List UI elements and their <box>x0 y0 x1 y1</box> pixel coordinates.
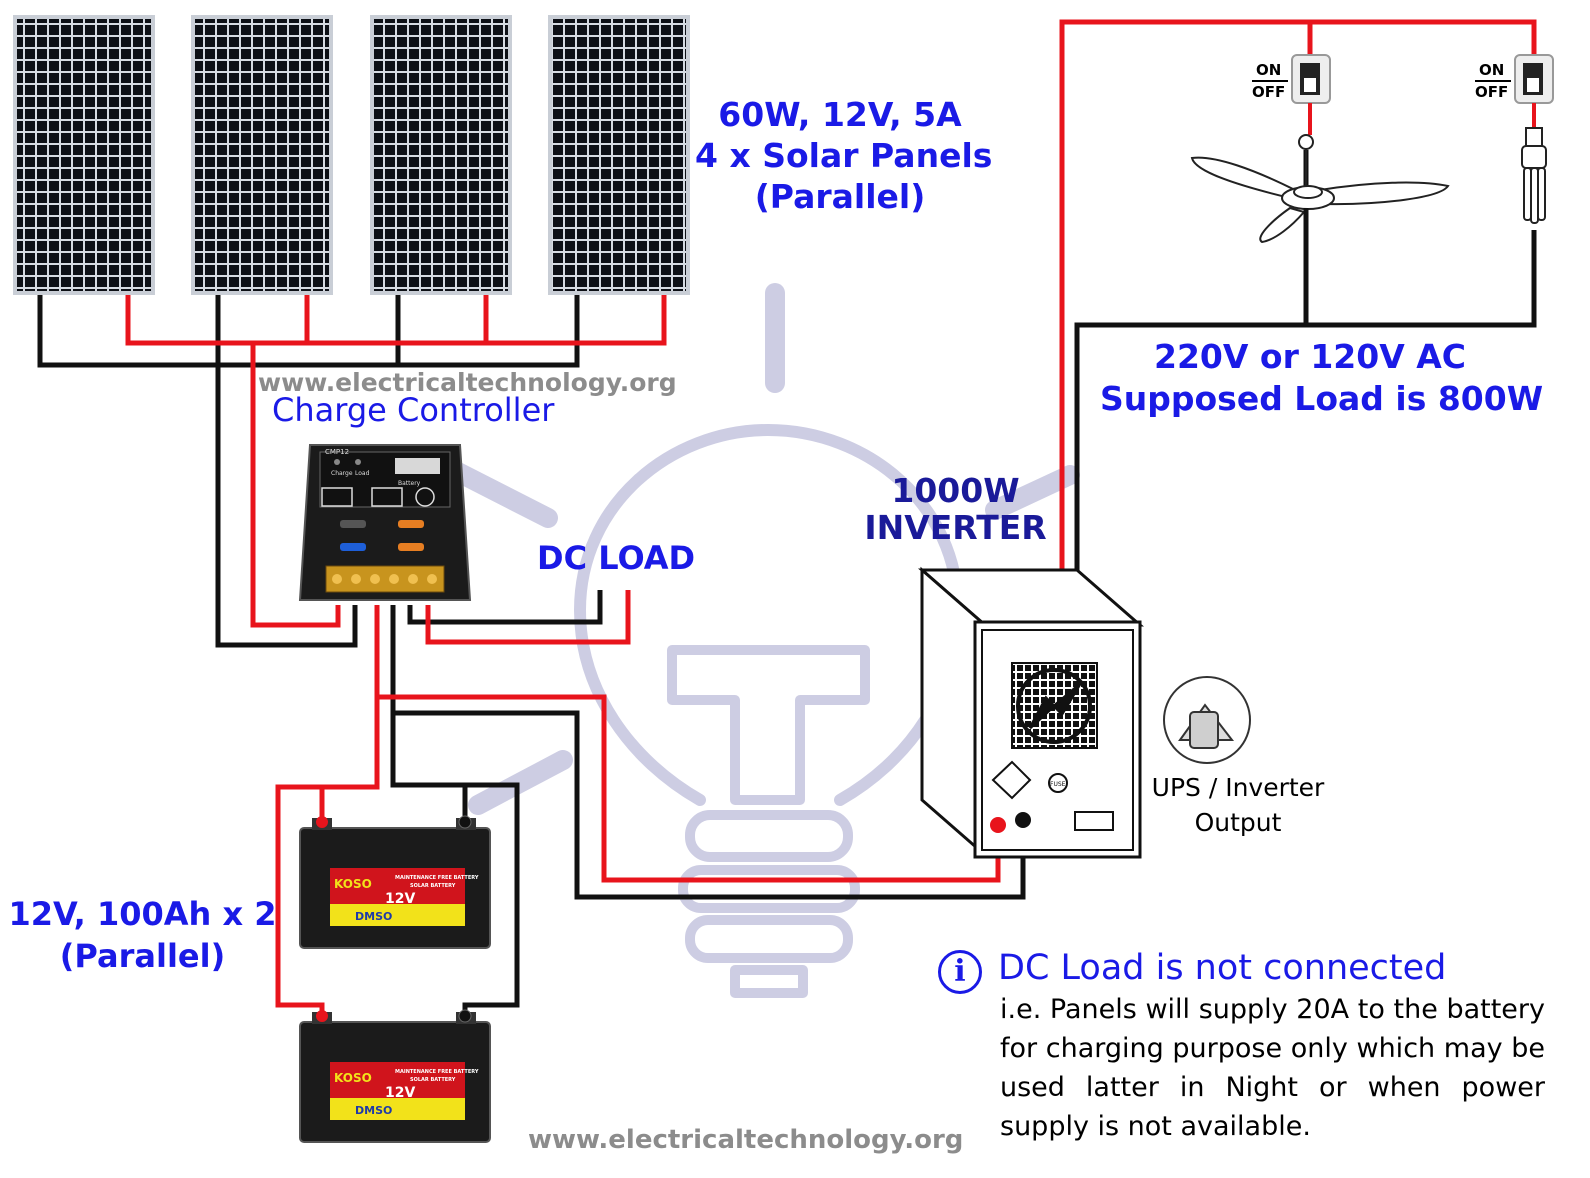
inverter-positive-terminal <box>990 817 1006 833</box>
ac-voltage-text: 220V or 120V AC <box>1153 337 1467 376</box>
info-icon: i <box>938 950 982 994</box>
inverter-label: 1000W INVERTER <box>858 472 1053 546</box>
switch-on-text: ON <box>1479 61 1504 79</box>
battery-brand-text: KOSO <box>334 877 372 891</box>
solar-panels-config: (Parallel) <box>754 177 926 216</box>
switch-on-text: ON <box>1256 61 1281 79</box>
ac-load-text: Supposed Load is 800W <box>1100 379 1544 418</box>
inverter-name-text: INVERTER <box>864 508 1047 547</box>
website-watermark-bottom: www.electricaltechnology.org <box>528 1125 964 1155</box>
inverter-negative-terminal <box>1015 812 1031 828</box>
ac-load-label: 220V or 120V AC Supposed Load is 800W <box>1100 336 1544 420</box>
ups-output-line2: Output <box>1194 808 1282 837</box>
battery-sub-text: DMSO <box>355 910 392 923</box>
battery-maint-text: MAINTENANCE FREE BATTERY <box>395 1069 479 1075</box>
ups-output-line1: UPS / Inverter <box>1151 773 1325 802</box>
battery-label: 12V, 100Ah x 2 (Parallel) <box>0 893 285 977</box>
note-body: i.e. Panels will supply 20A to the batte… <box>1000 994 1545 1142</box>
website-watermark-top: www.electricaltechnology.org <box>258 368 677 397</box>
inverter-device <box>918 566 1144 859</box>
switch-off-text: OFF <box>1252 83 1285 101</box>
solar-panel <box>370 15 512 295</box>
battery-solar-text: SOLAR BATTERY <box>410 1077 456 1083</box>
battery-bottom: KOSO MAINTENANCE FREE BATTERY SOLAR BATT… <box>299 1009 491 1143</box>
battery-voltage-text: 12V <box>385 1085 415 1101</box>
note-title: DC Load is not connected <box>998 948 1447 988</box>
wall-switch-fan[interactable]: ON OFF <box>1252 54 1331 104</box>
battery-voltage-text: 12V <box>385 891 415 907</box>
ceiling-fan-icon <box>1190 134 1450 325</box>
controller-load-text: Load <box>355 470 370 477</box>
switch-off-text: OFF <box>1475 83 1508 101</box>
battery-spec-text: 12V, 100Ah x 2 <box>8 895 277 933</box>
wall-switch-lamp[interactable]: ON OFF <box>1475 54 1554 104</box>
battery-sub-text: DMSO <box>355 1104 392 1117</box>
inverter-fuse-text: FUSE <box>1050 781 1066 788</box>
solar-panels-label: 60W, 12V, 5A 4 x Solar Panels (Parallel) <box>695 94 993 217</box>
charge-controller-device: CMP12 Charge Load Battery <box>298 444 472 601</box>
solar-panel <box>548 15 690 295</box>
battery-solar-text: SOLAR BATTERY <box>410 883 456 889</box>
dc-load-label: DC LOAD <box>537 539 696 577</box>
ups-output-label: UPS / Inverter Output <box>1138 770 1338 840</box>
cfl-lamp-icon <box>1521 127 1547 224</box>
controller-charge-text: Charge <box>331 470 353 477</box>
solar-panels-spec: 60W, 12V, 5A <box>718 95 962 134</box>
controller-battery-text: Battery <box>398 480 421 487</box>
solar-panel <box>13 15 155 295</box>
solar-panels-count: 4 x Solar Panels <box>695 136 993 175</box>
battery-config-text: (Parallel) <box>59 937 226 975</box>
battery-top: KOSO MAINTENANCE FREE BATTERY SOLAR BATT… <box>299 815 491 949</box>
solar-panel <box>191 15 333 295</box>
battery-brand-text: KOSO <box>334 1071 372 1085</box>
inverter-rating-text: 1000W <box>891 471 1020 510</box>
plug-icon <box>1163 676 1251 764</box>
battery-maint-text: MAINTENANCE FREE BATTERY <box>395 875 479 881</box>
controller-model-text: CMP12 <box>325 448 349 456</box>
charge-controller-label: Charge Controller <box>272 391 555 429</box>
